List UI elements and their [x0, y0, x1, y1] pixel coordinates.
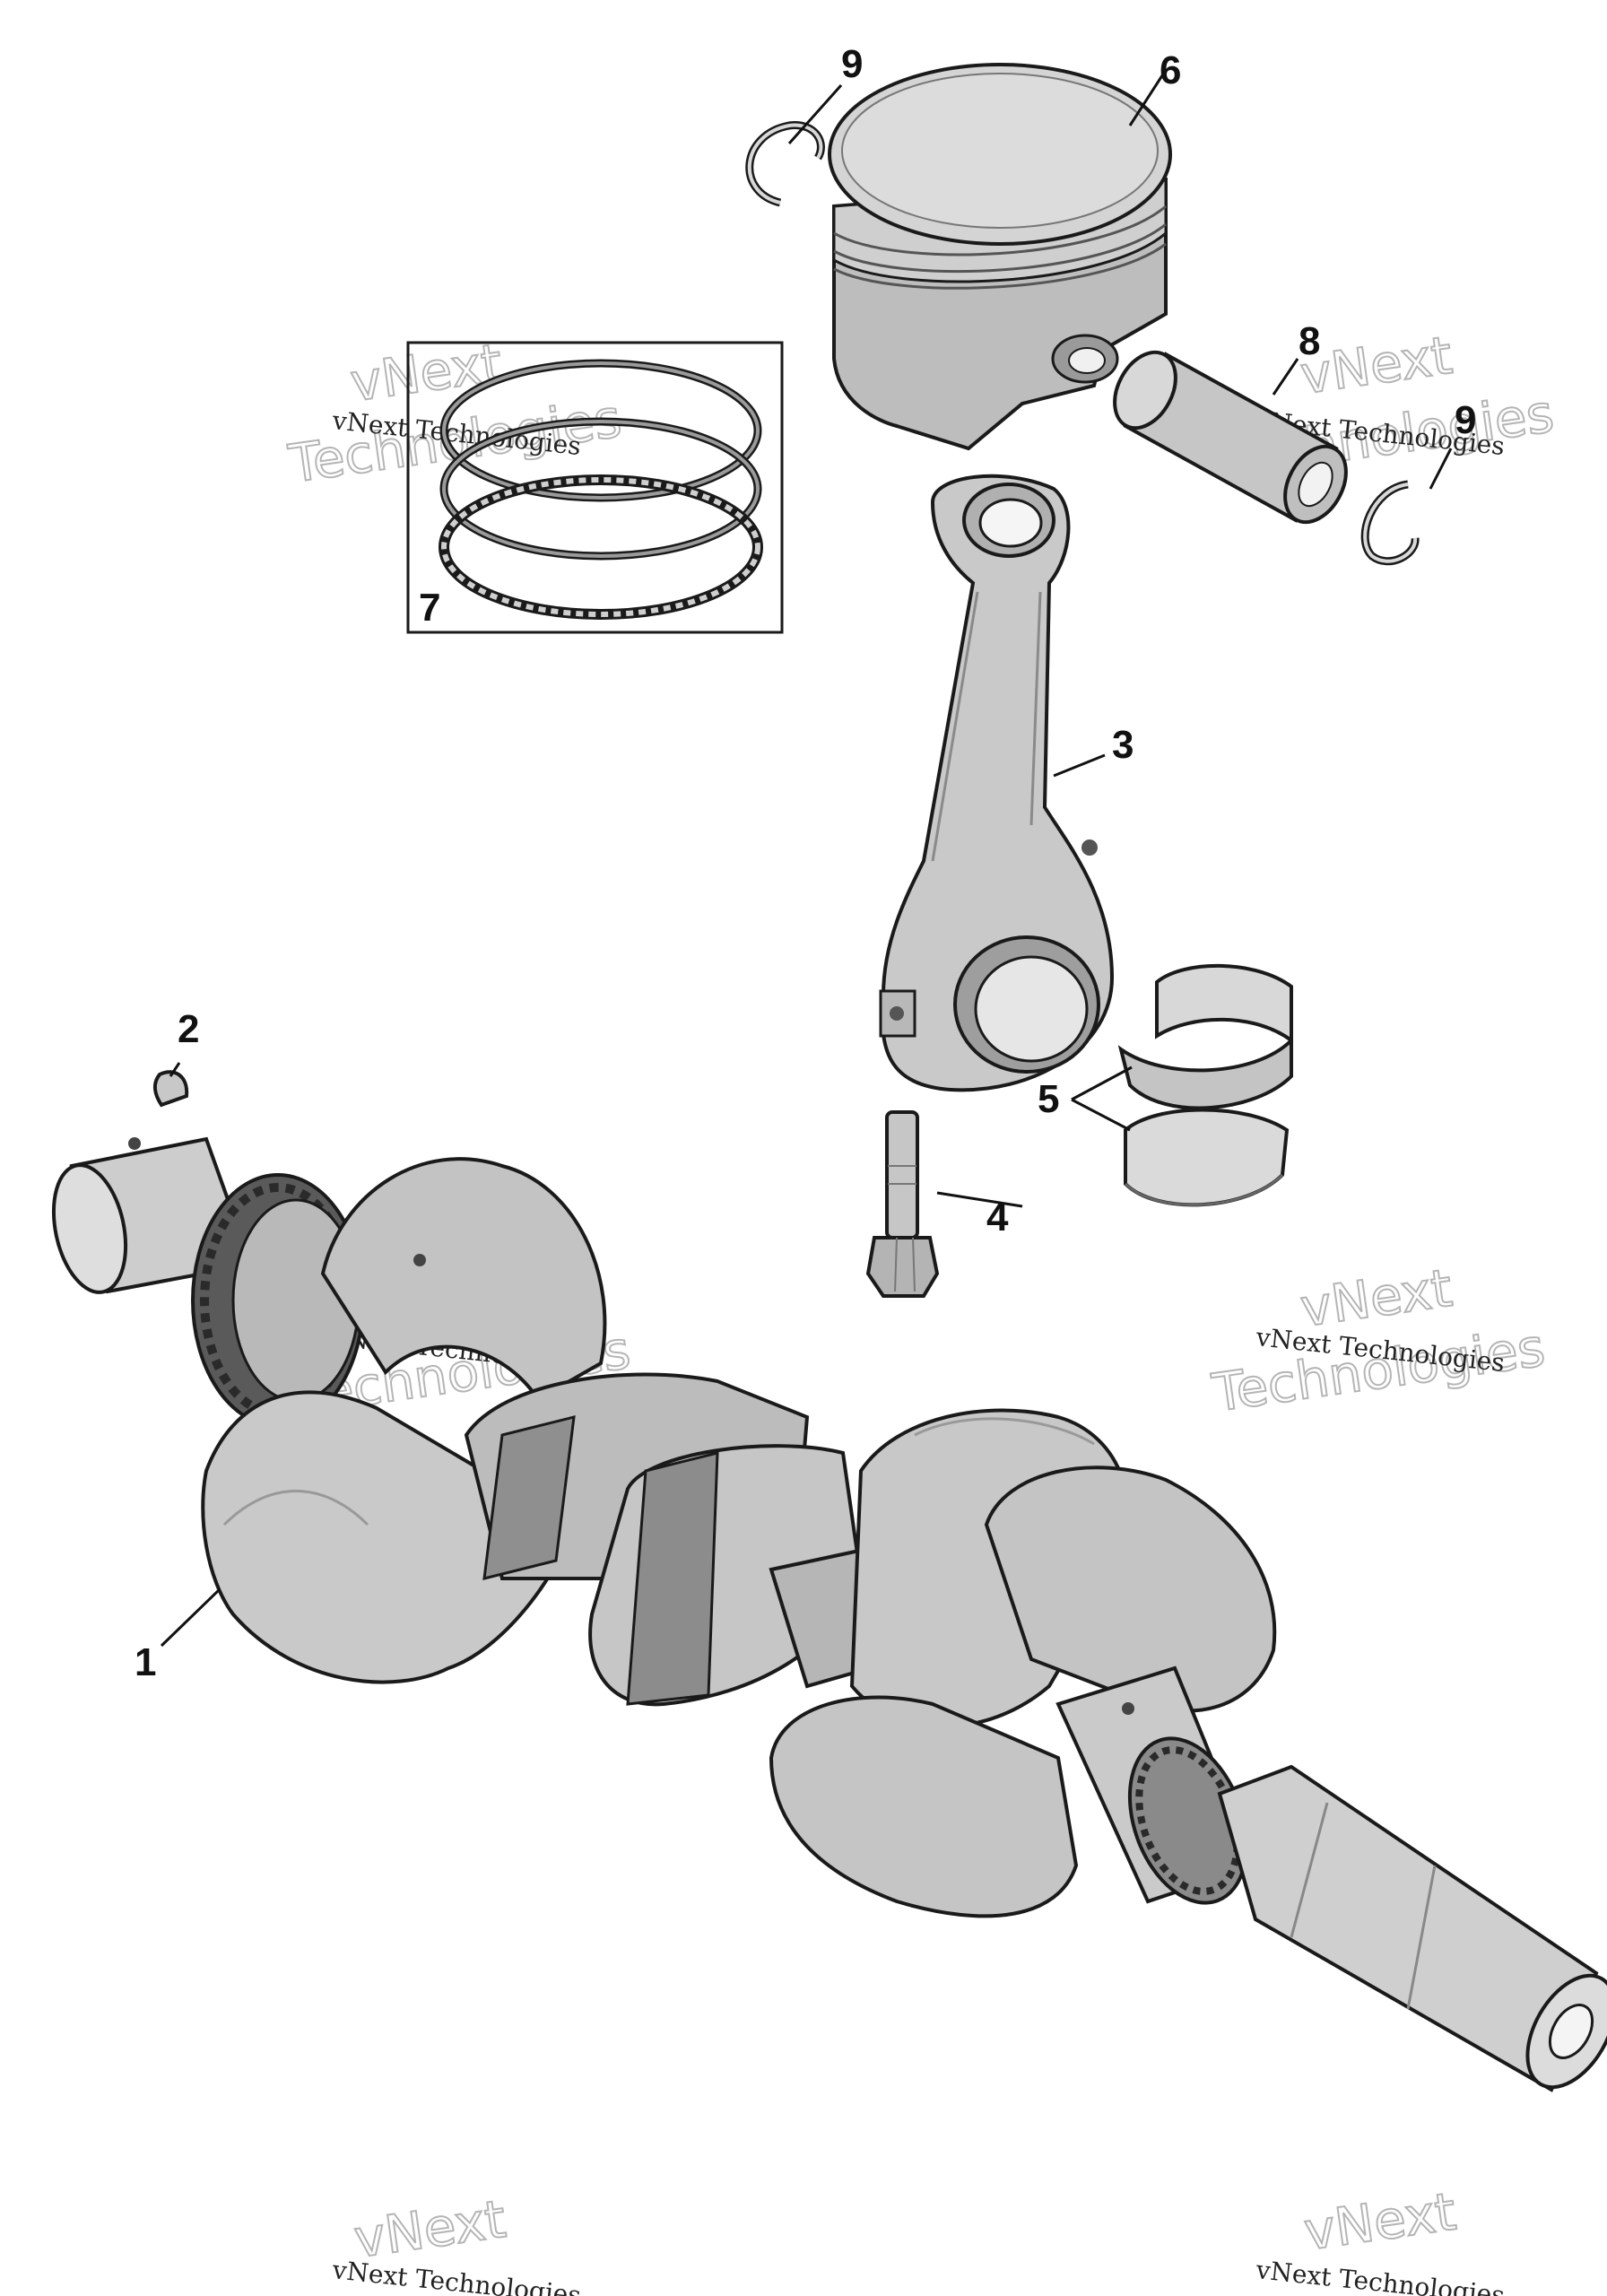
watermark-line1: vNext [1300, 2180, 1459, 2262]
callout-7: 7 [419, 586, 440, 630]
callout-8: 8 [1299, 319, 1320, 363]
connecting-rod [879, 474, 1115, 1092]
bearing-shells [1117, 963, 1293, 1207]
circlip-right [1360, 480, 1420, 566]
watermark-line1: vNext [1297, 325, 1455, 406]
callout-6: 6 [1160, 48, 1181, 92]
ring-set-box [406, 341, 784, 634]
piston [828, 63, 1172, 451]
callout-9-top: 9 [841, 42, 863, 86]
callout-5: 5 [1038, 1077, 1059, 1121]
piston-ring-set [406, 341, 784, 634]
watermark-line1: vNext [1297, 1257, 1455, 1339]
rod-bolt [865, 1110, 940, 1298]
circlip-top [745, 121, 825, 207]
callout-4: 4 [986, 1196, 1009, 1239]
callout-3: 3 [1112, 723, 1134, 767]
watermark-caption: vNext Technologies [1254, 2255, 1506, 2296]
callout-1: 1 [135, 1640, 156, 1684]
watermark-line1: vNext [351, 2188, 509, 2270]
watermark-line1: vNext [347, 332, 506, 413]
watermark-caption: vNext Technologies [330, 2255, 582, 2296]
watermark-bottom-left: vNext [350, 2187, 510, 2271]
woodruff-key [153, 1070, 189, 1108]
callout-2: 2 [178, 1007, 199, 1051]
watermark-bottom-right: vNext [1299, 2179, 1460, 2263]
callout-9-right: 9 [1455, 398, 1476, 442]
piston-pin [1113, 350, 1348, 525]
leader-lines [160, 69, 1453, 1648]
crankshaft [51, 1136, 1607, 2092]
callout-labels: 9 6 8 9 7 3 2 5 4 1 [135, 42, 1476, 1684]
